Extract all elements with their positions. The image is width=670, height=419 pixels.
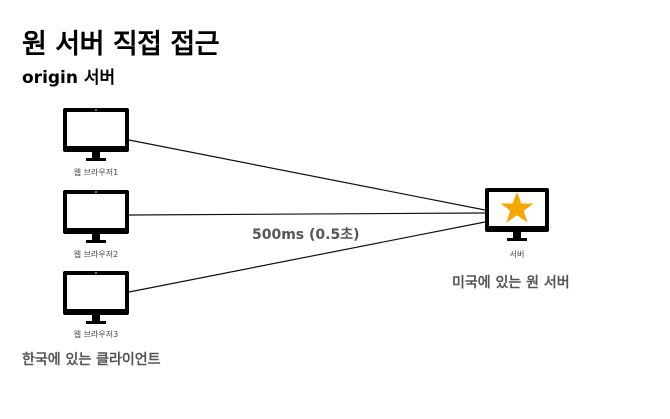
server-label: 서버	[509, 250, 525, 259]
server-location-label: 미국에 있는 원 서버	[452, 275, 570, 291]
monitor-icon-2	[63, 190, 129, 243]
monitor-icon-3	[63, 271, 129, 324]
client-label-3: 웹 브라우저3	[73, 330, 119, 339]
client-group-label: 한국에 있는 클라이언트	[22, 352, 161, 368]
connection-line-3	[128, 221, 486, 293]
monitor-icon-1	[63, 108, 129, 161]
client-label-2: 웹 브라우저2	[73, 250, 119, 259]
connection-lines	[128, 139, 486, 293]
latency-label: 500ms (0.5초)	[252, 227, 360, 243]
connection-line-1	[128, 139, 486, 211]
page-title: 원 서버 직접 접근	[22, 29, 220, 60]
connection-line-2	[128, 212, 486, 216]
star-icon	[500, 192, 534, 223]
page-subtitle: origin 서버	[22, 68, 116, 88]
client-label-1: 웹 브라우저1	[73, 168, 119, 177]
server-monitor-icon	[485, 188, 549, 241]
